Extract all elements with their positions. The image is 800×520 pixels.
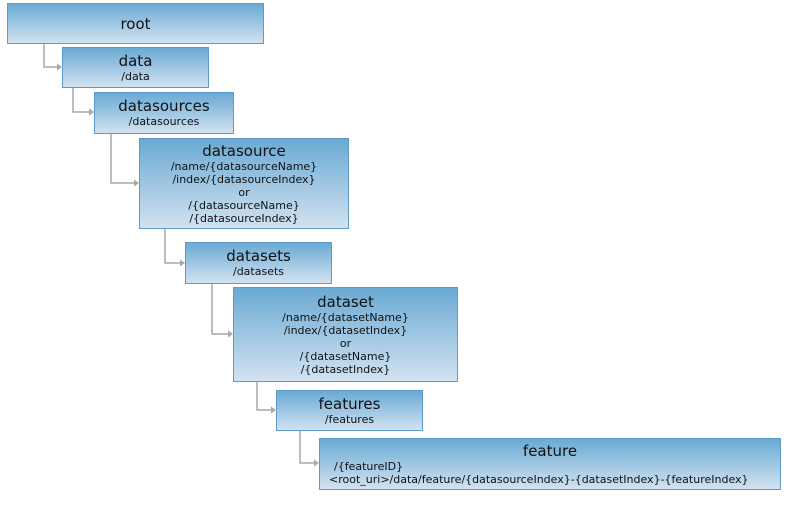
connector-datasets-dataset (211, 283, 229, 335)
node-feature: feature /{featureID} <root_uri>/data/fea… (319, 438, 781, 490)
arrow-icon (134, 179, 139, 187)
connector-datasources-datasource (110, 133, 135, 184)
node-path: /features (324, 412, 375, 426)
arrow-icon (89, 108, 94, 116)
node-datasources: datasources /datasources (94, 92, 234, 134)
node-dataset: dataset /name/{datasetName} /index/{data… (233, 287, 458, 382)
node-path: /{datasetName} (299, 350, 392, 364)
arrow-icon (180, 259, 185, 267)
node-title: root (120, 14, 151, 33)
node-path: /{featureID} (334, 459, 404, 473)
node-path: /{datasourceIndex} (189, 212, 299, 226)
arrow-icon (228, 330, 233, 338)
node-or: or (238, 185, 250, 199)
node-title: dataset (317, 292, 374, 311)
node-path: /index/{datasourceIndex} (172, 172, 316, 186)
node-features: features /features (276, 390, 423, 431)
node-datasource: datasource /name/{datasourceName} /index… (139, 138, 349, 229)
node-title: features (318, 394, 381, 413)
connector-datasource-datasets (164, 228, 181, 264)
node-path: /datasets (232, 265, 285, 279)
connector-data-datasources (72, 87, 90, 113)
node-title: data (118, 51, 153, 70)
node-or: or (339, 336, 352, 350)
node-title: datasources (118, 97, 210, 116)
node-path: /datasources (128, 115, 200, 129)
node-path: <root_uri>/data/feature/{datasourceIndex… (329, 473, 749, 486)
node-path: /data (121, 69, 150, 83)
arrow-icon (314, 459, 319, 467)
node-path: /{datasetIndex} (300, 363, 391, 377)
node-data: data /data (62, 47, 209, 88)
connector-features-feature (299, 430, 315, 464)
node-root: root (7, 3, 264, 44)
arrow-icon (57, 63, 62, 71)
node-datasets: datasets /datasets (185, 242, 332, 284)
connector-root-data (43, 43, 58, 68)
node-path: /name/{datasourceName} (170, 159, 318, 173)
node-path: /{datasourceName} (188, 199, 300, 213)
node-title: feature (522, 441, 578, 460)
node-title: datasets (226, 247, 291, 266)
node-path: /name/{datasetName} (282, 310, 409, 324)
connector-dataset-features (256, 381, 272, 411)
arrow-icon (271, 406, 276, 414)
node-title: datasource (202, 141, 286, 160)
node-path: /index/{datasetIndex} (283, 323, 408, 337)
